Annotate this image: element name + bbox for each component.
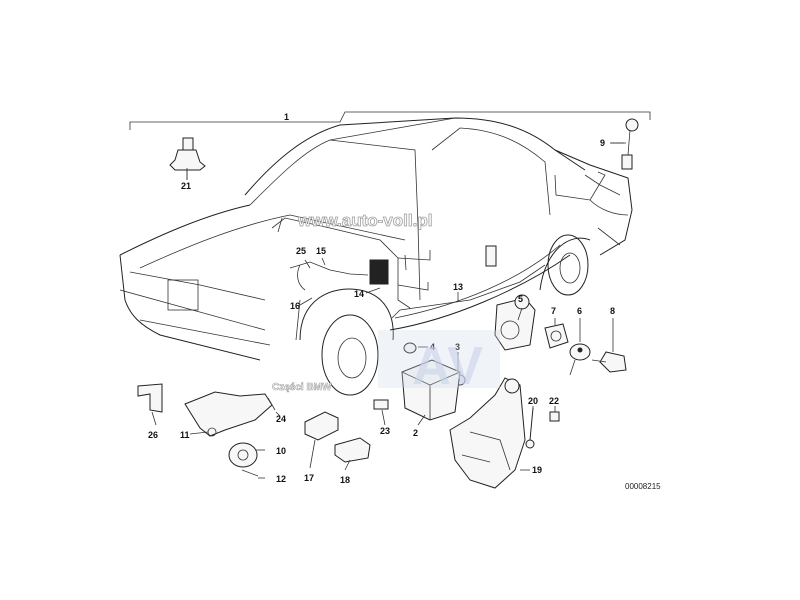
car-body-outline xyxy=(119,117,633,396)
part-10-horn xyxy=(228,442,258,468)
callout-25: 25 xyxy=(296,246,306,256)
watermark-logo-box xyxy=(378,330,500,388)
callout-7: 7 xyxy=(551,306,556,316)
part-22-grommet xyxy=(549,411,560,422)
watermark-logo-letters: AV xyxy=(412,336,483,396)
bracket-line-1 xyxy=(129,111,651,130)
part-9-sensor xyxy=(610,118,639,170)
callout-9: 9 xyxy=(600,138,605,148)
callout-23: 23 xyxy=(380,426,390,436)
watermark: www.auto-voll.pl AV Części BMW xyxy=(272,211,500,396)
part-12-bolt xyxy=(241,469,259,477)
door-connector xyxy=(485,245,497,267)
callout-2: 2 xyxy=(413,428,418,438)
part-18-carrier xyxy=(334,437,371,463)
callout-22: 22 xyxy=(549,396,559,406)
callout-4: 4 xyxy=(430,342,435,352)
callout-10: 10 xyxy=(276,446,286,456)
callout-19: 19 xyxy=(532,465,542,475)
part-4-switch xyxy=(403,342,417,354)
drawing-code: 00008215 xyxy=(625,482,661,491)
callout-15: 15 xyxy=(316,246,326,256)
part-24-screw xyxy=(267,397,276,411)
callout-20: 20 xyxy=(528,396,538,406)
part-7-ring xyxy=(544,323,569,349)
leader-lines xyxy=(151,142,624,479)
part-2-module xyxy=(401,359,461,421)
part-20-bolt xyxy=(525,407,535,449)
part-5-actuator xyxy=(494,294,536,351)
wiring-harness xyxy=(271,171,606,341)
callout-3: 3 xyxy=(455,342,460,352)
callout-18: 18 xyxy=(340,475,350,485)
callout-26: 26 xyxy=(148,430,158,440)
callout-24: 24 xyxy=(276,414,286,424)
part-26-bracket xyxy=(137,383,163,413)
callout-8: 8 xyxy=(610,306,615,316)
callout-6: 6 xyxy=(577,306,582,316)
part-8-key-lock xyxy=(591,351,627,373)
callout-17: 17 xyxy=(304,473,314,483)
callout-12: 12 xyxy=(276,474,286,484)
callout-labels: 1 2 3 4 5 6 7 8 9 10 11 12 13 14 15 16 1… xyxy=(148,112,615,485)
part-6-lock-ring xyxy=(569,343,591,376)
watermark-caption: Części BMW xyxy=(272,382,332,393)
callout-16: 16 xyxy=(290,301,300,311)
callout-13: 13 xyxy=(453,282,463,292)
part-21-socket xyxy=(169,137,206,180)
callout-1: 1 xyxy=(284,112,289,122)
callout-11: 11 xyxy=(180,430,190,440)
part-17-relay xyxy=(304,411,339,441)
part-19-lock-unit xyxy=(449,377,526,489)
control-unit-14 xyxy=(369,259,389,285)
part-11-bracket xyxy=(184,391,273,437)
callout-14: 14 xyxy=(354,289,364,299)
callout-5: 5 xyxy=(518,294,523,304)
watermark-url: www.auto-voll.pl xyxy=(297,211,432,230)
callout-21: 21 xyxy=(181,181,191,191)
part-23-connector xyxy=(373,399,389,410)
